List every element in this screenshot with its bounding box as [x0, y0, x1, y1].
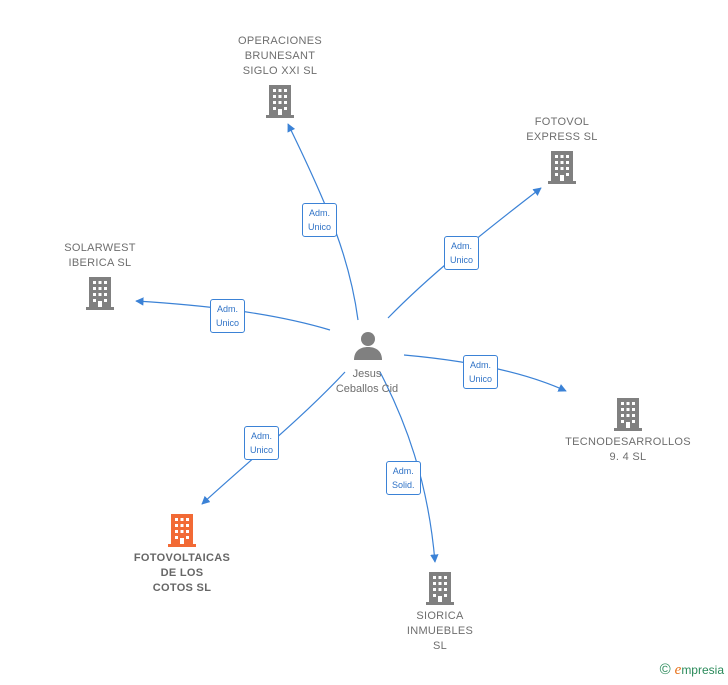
building-icon — [426, 572, 454, 605]
edge-label-fotovol[interactable]: Adm. Unico — [444, 236, 480, 270]
company-name: TECNODESARROLLOS 9. 4 SL — [565, 436, 691, 463]
building-icon — [86, 277, 114, 310]
copyright-icon: © — [659, 661, 671, 678]
company-node-tecnodesarrollos[interactable]: TECNODESARROLLOS 9. 4 SL — [558, 396, 698, 465]
edge-label-solarwest[interactable]: Adm. Unico — [210, 299, 246, 333]
company-name: FOTOVOLTAICAS DE LOS COTOS SL — [133, 552, 231, 594]
edge-siorica — [379, 371, 439, 563]
edge-label-tecnodesarrollos[interactable]: Adm. Unico — [463, 355, 499, 389]
company-name: FOTOVOL EXPRESS SL — [526, 116, 598, 143]
brand-name: mpresia — [681, 663, 724, 677]
company-node-operaciones[interactable]: OPERACIONES BRUNESANT SIGLO XXI SL — [220, 34, 340, 119]
edge-label-siorica[interactable]: Adm. Solid. — [386, 461, 421, 495]
brand-initial: e — [674, 662, 682, 678]
building-icon — [266, 85, 294, 118]
building-icon — [548, 151, 576, 184]
company-node-fotovol[interactable]: FOTOVOL EXPRESS SL — [502, 115, 622, 185]
company-node-siorica[interactable]: SIORICA INMUEBLES SL — [380, 570, 500, 654]
building-icon — [168, 514, 196, 547]
company-node-fotovoltaicas[interactable]: FOTOVOLTAICAS DE LOS COTOS SL — [112, 512, 252, 596]
company-node-solarwest[interactable]: SOLARWEST IBERICA SL — [40, 241, 160, 311]
building-icon — [614, 398, 642, 431]
company-name: SIORICA INMUEBLES SL — [406, 610, 474, 652]
person-name[interactable]: Jesus Ceballos Cid — [335, 368, 399, 395]
brand-footer[interactable]: ©empresia — [660, 661, 724, 679]
edge-label-operaciones[interactable]: Adm. Unico — [302, 203, 338, 237]
company-name: OPERACIONES BRUNESANT SIGLO XXI SL — [238, 35, 322, 77]
edge-label-fotovoltaicas[interactable]: Adm. Unico — [244, 426, 280, 460]
person-icon[interactable] — [350, 330, 386, 362]
company-name: SOLARWEST IBERICA SL — [64, 242, 136, 269]
